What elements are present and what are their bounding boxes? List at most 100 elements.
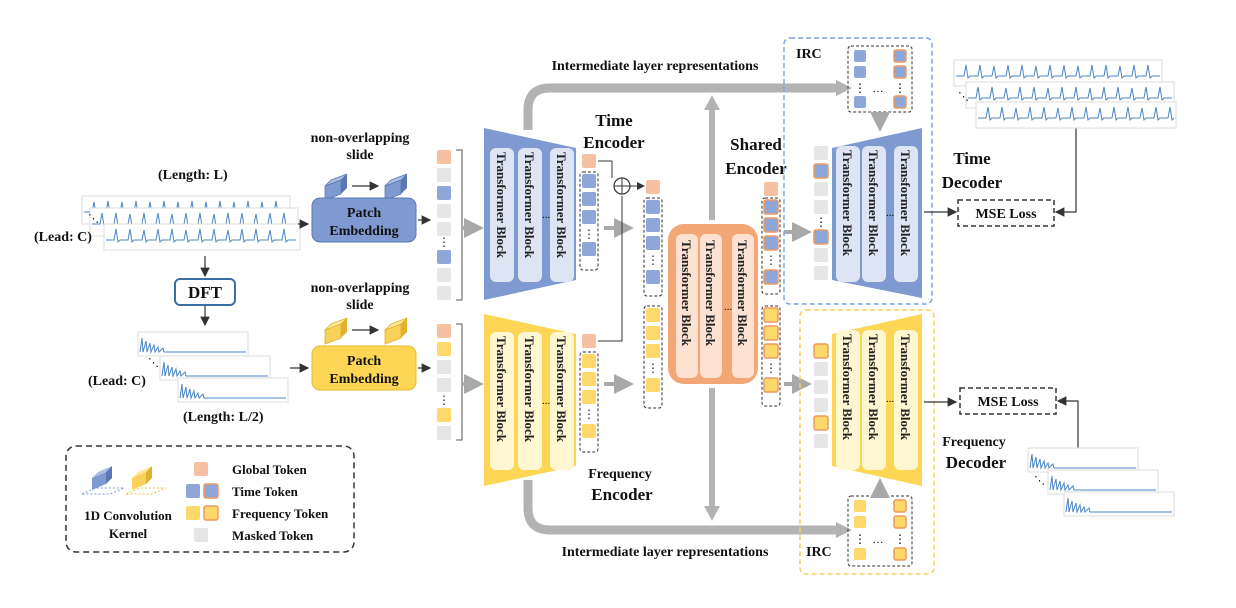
shared-input-tokens: ⋮ ⋮	[643, 180, 663, 409]
intermediate-top-label: Intermediate layer representations	[552, 59, 759, 74]
svg-text:⋮: ⋮	[894, 81, 906, 95]
shared-encoder: Transformer Block Transformer Block Tran…	[668, 224, 758, 384]
svg-text:⋮: ⋮	[765, 361, 777, 375]
frequency-decoder-label-2: Decoder	[946, 453, 1007, 472]
time-decoder-block-1: Transformer Block	[840, 150, 855, 257]
svg-text:⋮: ⋮	[854, 81, 866, 95]
mse-loss-top: MSE Loss	[924, 128, 1077, 227]
freq-encoder-block-1: Transformer Block	[494, 336, 509, 443]
frequency-decoder-label-1: Frequency	[942, 435, 1006, 450]
time-encoder-label-2: Encoder	[583, 133, 645, 152]
intermediate-arrows	[523, 80, 852, 538]
slide-bottom-line1: non-overlapping	[311, 281, 410, 296]
time-encoder-label-1: Time	[595, 111, 633, 130]
lead-c-top-label: (Lead: C)	[34, 230, 92, 245]
svg-text:⋮: ⋮	[583, 407, 595, 421]
legend-global-token: Global Token	[232, 462, 308, 477]
reconstructed-time-signal: ⋱	[953, 59, 1177, 129]
frequency-signal-stack: ⋱	[137, 331, 289, 403]
shared-block-1: Transformer Block	[679, 240, 694, 347]
frequency-encoder-label-2: Encoder	[591, 485, 653, 504]
time-decoder-input: ⋮	[813, 146, 829, 280]
legend-kernel-line2: Kernel	[109, 526, 148, 541]
time-encoder-block-3: Transformer Block	[554, 152, 569, 259]
reconstructed-frequency-signal: ⋱	[1027, 447, 1175, 517]
shared-encoder-label-2: Encoder	[725, 159, 787, 178]
time-signal-stack: ⋱	[81, 195, 301, 251]
legend-masked-token: Masked Token	[232, 528, 314, 543]
patch-embedding-bottom-line1: Patch	[347, 354, 381, 369]
frequency-input-tokens: ⋮	[437, 323, 484, 441]
shared-block-3: Transformer Block	[735, 240, 750, 347]
freq-decoder-ellipsis: ...	[886, 393, 895, 405]
conv-kernel-top	[324, 173, 408, 201]
shared-output-tokens: ⋮ ⋮	[761, 182, 812, 407]
time-decoder-block-3: Transformer Block	[898, 150, 913, 257]
slide-top-line1: non-overlapping	[311, 131, 410, 146]
patch-embedding-top: Patch Embedding	[311, 197, 417, 243]
time-encoder-output: ⋮	[579, 154, 634, 271]
intermediate-bottom-label: Intermediate layer representations	[562, 545, 769, 560]
time-decoder-ellipsis: ...	[886, 207, 895, 219]
svg-text:⋮: ⋮	[815, 215, 827, 229]
svg-text:⋮: ⋮	[438, 393, 450, 407]
shared-encoder-label-1: Shared	[730, 135, 782, 154]
freq-encoder-block-2: Transformer Block	[522, 336, 537, 443]
slide-bottom-line2: slide	[346, 298, 373, 313]
shared-block-2: Transformer Block	[703, 240, 718, 347]
svg-text:⋮: ⋮	[438, 235, 450, 249]
irc-bottom-label: IRC	[806, 545, 832, 560]
svg-text:⋱: ⋱	[1034, 475, 1045, 487]
frequency-encoder-output: ⋮	[579, 196, 634, 453]
time-encoder-block-1: Transformer Block	[494, 152, 509, 259]
frequency-decoder: Transformer Block Transformer Block Tran…	[832, 314, 922, 486]
freq-encoder-block-3: Transformer Block	[554, 336, 569, 443]
slide-top-line2: slide	[346, 148, 373, 163]
irc-bottom-region: ⋮ ⋮ …	[799, 309, 935, 575]
svg-text:⋮: ⋮	[647, 361, 659, 375]
frequency-encoder-label-1: Frequency	[588, 467, 652, 482]
time-decoder: Transformer Block Transformer Block Tran…	[832, 128, 922, 298]
svg-text:⋮: ⋮	[894, 532, 906, 546]
lead-c-bottom-label: (Lead: C)	[88, 374, 146, 389]
irc-top-label: IRC	[796, 47, 822, 62]
patch-embedding-top-line1: Patch	[347, 206, 381, 221]
shared-ellipsis: ...	[724, 301, 733, 313]
freq-decoder-block-1: Transformer Block	[840, 334, 855, 441]
time-encoder-ellipsis: ...	[542, 209, 551, 221]
freq-decoder-block-2: Transformer Block	[866, 334, 881, 441]
time-decoder-label-2: Decoder	[942, 173, 1003, 192]
legend-global-swatch	[194, 462, 208, 476]
svg-text:⋱: ⋱	[88, 213, 99, 225]
time-encoder-block-2: Transformer Block	[522, 152, 537, 259]
legend-kernel-line1: 1D Convolution	[84, 508, 173, 523]
svg-text:⋮: ⋮	[647, 253, 659, 267]
legend: 1D Convolution Kernel Global Token Time …	[65, 445, 355, 553]
patch-embedding-top-line2: Embedding	[329, 224, 398, 239]
freq-decoder-block-3: Transformer Block	[898, 334, 913, 441]
mse-loss-bottom: MSE Loss	[924, 387, 1079, 462]
patch-embedding-bottom-line2: Embedding	[329, 372, 398, 387]
svg-text:⋮: ⋮	[583, 227, 595, 241]
conv-kernel-bottom	[324, 317, 408, 345]
svg-text:…: …	[873, 83, 884, 95]
dft-label: DFT	[188, 283, 223, 302]
mse-loss-bottom-label: MSE Loss	[977, 395, 1039, 410]
mse-loss-top-label: MSE Loss	[975, 207, 1037, 222]
legend-time-token: Time Token	[232, 484, 299, 499]
patch-embedding-bottom: Patch Embedding	[311, 345, 417, 391]
length-l-label: (Length: L)	[158, 168, 228, 183]
time-encoder: Transformer Block Transformer Block Tran…	[484, 128, 576, 300]
svg-text:⋮: ⋮	[854, 532, 866, 546]
length-l2-label: (Length: L/2)	[183, 410, 264, 425]
svg-text:…: …	[873, 534, 884, 546]
time-decoder-block-2: Transformer Block	[866, 150, 881, 257]
frequency-encoder: Transformer Block Transformer Block Tran…	[484, 314, 576, 486]
freq-encoder-ellipsis: ...	[542, 395, 551, 407]
dft-box: DFT	[174, 278, 236, 306]
svg-text:⋱: ⋱	[958, 91, 969, 103]
irc-top-region: IRC ⋮ ⋮ …	[783, 37, 933, 305]
plus-operator	[611, 161, 645, 195]
